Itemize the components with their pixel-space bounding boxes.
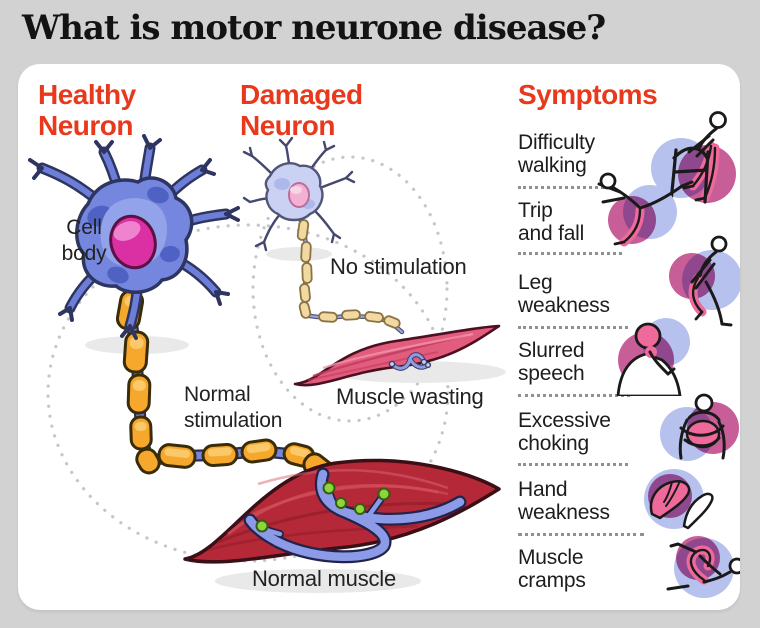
neuron-diagram-illustration [28,134,506,593]
person-falling-icon [597,172,694,247]
damaged-pathway-dotted-circle [251,155,449,423]
weak-hands-icon [644,469,714,530]
dotted-separator [518,252,622,255]
damaged-neuron-illustration [242,136,501,387]
nerve-ending-tips [255,481,391,533]
no-stimulation-label: No stimulation [330,254,467,279]
person-clutching-chest-icon [660,393,739,461]
dotted-separator [518,394,630,397]
healthy-neuron-illustration [28,134,501,564]
person-touching-throat-icon [616,318,690,396]
cell-body-label: Cell body [61,216,107,265]
damaged-neuron-heading: Damaged Neuron [240,79,363,141]
shadow [266,247,332,261]
page-title: What is motor neurone disease? [22,8,606,48]
dotted-separator [518,186,604,189]
dotted-separator [518,463,628,466]
symptoms-heading: Symptoms [518,79,658,110]
person-holding-knee-icon [669,235,740,327]
shadow [215,569,421,593]
person-using-walker-icon [651,111,736,204]
healthy-pathway-dotted-circle [46,223,450,563]
person-leg-cramp-icon [666,536,740,598]
healthy-neuron-heading: Healthy Neuron [38,79,136,141]
dotted-separator [518,326,628,329]
normal-stimulation-label: Normal stimulation [184,383,283,432]
infographic-panel: Healthy Neuron Damaged Neuron Symptoms C… [18,64,740,610]
dotted-separator [518,533,644,536]
muscle-wasting-label: Muscle wasting [336,384,484,409]
normal-muscle-label: Normal muscle [251,566,397,591]
